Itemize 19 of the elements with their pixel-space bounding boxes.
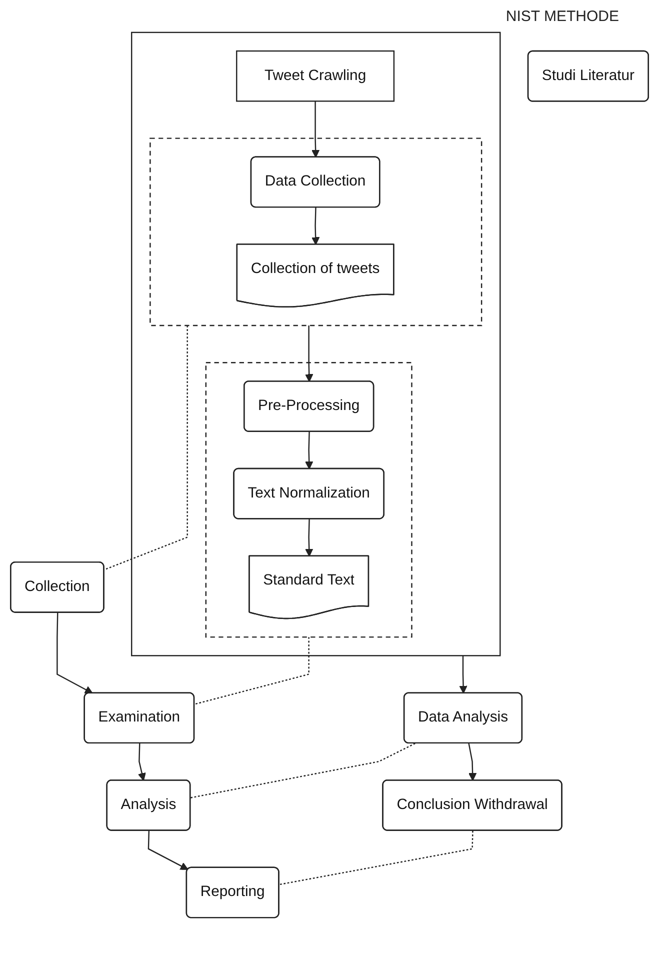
node-box: Tweet Crawling	[236, 50, 395, 102]
arrow	[311, 101, 320, 158]
connector	[104, 324, 188, 570]
arrow	[305, 324, 314, 382]
cluster	[131, 32, 501, 656]
connector	[190, 742, 416, 798]
connector	[194, 636, 310, 705]
cluster	[150, 138, 482, 326]
arrow	[305, 519, 314, 557]
arrow	[148, 830, 188, 870]
arrow	[468, 743, 477, 781]
arrow	[459, 656, 468, 694]
connector	[279, 830, 474, 886]
arrow	[56, 612, 93, 694]
arrow	[138, 743, 146, 781]
section-heading: NIST METHODE	[504, 8, 619, 25]
arrow	[305, 432, 314, 470]
arrow	[311, 208, 320, 246]
cluster	[205, 362, 412, 638]
